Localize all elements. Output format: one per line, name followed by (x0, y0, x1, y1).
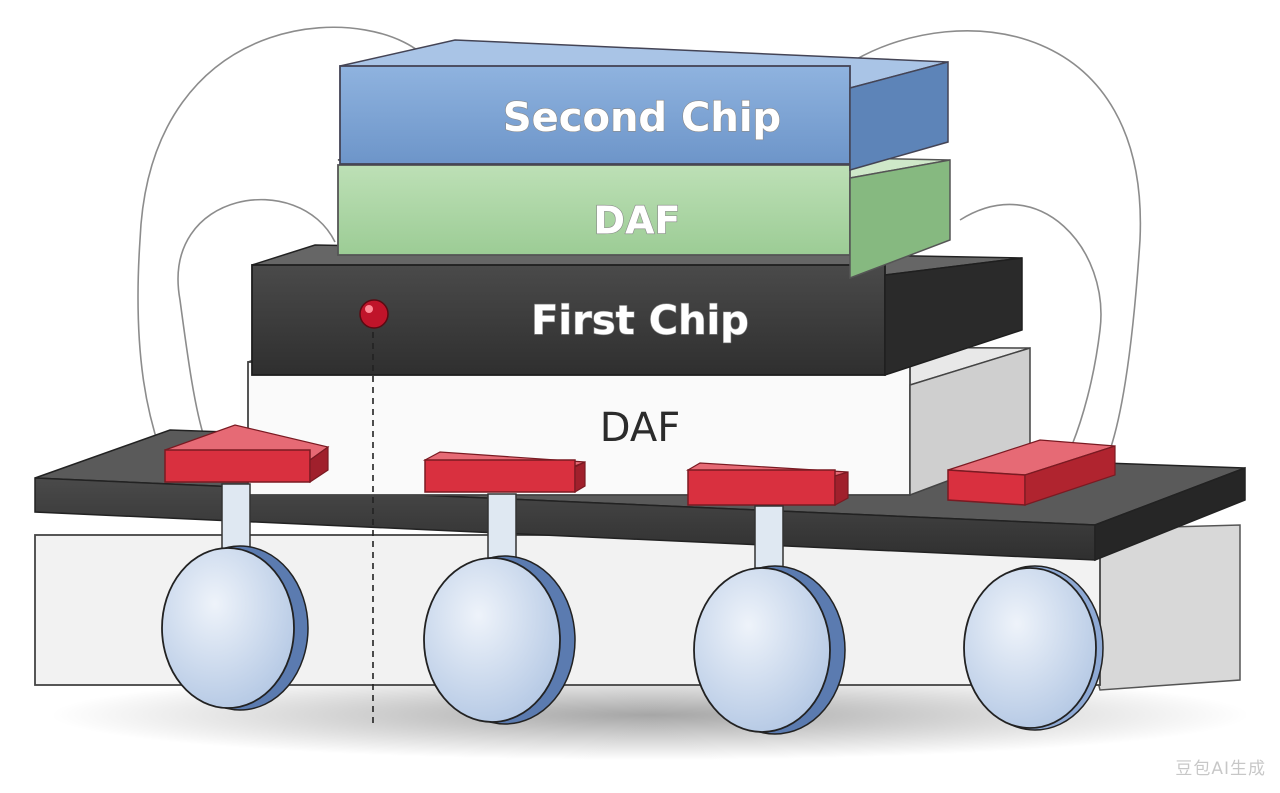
solder-balls (161, 545, 1104, 735)
solder-ball (963, 565, 1104, 731)
watermark: 豆包AI生成 (1175, 759, 1266, 779)
bond-wire (177, 198, 336, 441)
first-chip-label: First Chip (531, 298, 749, 344)
daf-upper-label: DAF (594, 199, 681, 243)
connector-post (221, 483, 251, 555)
ground-shadow (50, 670, 1250, 760)
bond-pads (164, 424, 1116, 507)
bond-wire (854, 30, 1142, 451)
bond-wire (137, 26, 431, 451)
bond-wires (137, 26, 1142, 451)
connector-post (487, 493, 517, 559)
connector-posts (221, 483, 784, 569)
bond-pad (685, 462, 849, 507)
solder-ball (693, 565, 846, 735)
bond-pad (422, 451, 586, 494)
bond-pad (164, 424, 330, 484)
daf-lower-label: DAF (600, 405, 680, 451)
second-chip-label: Second Chip (503, 95, 781, 141)
reference-marker (359, 299, 389, 329)
solder-ball (423, 555, 576, 725)
bond-pad (947, 439, 1116, 506)
reference-marker-highlight (365, 305, 373, 313)
connector-post (754, 505, 784, 569)
second-chip-layer: Second Chip (339, 39, 949, 171)
bond-wire (959, 203, 1102, 446)
solder-ball (161, 545, 309, 711)
first-chip-layer: First Chip (251, 244, 1023, 377)
